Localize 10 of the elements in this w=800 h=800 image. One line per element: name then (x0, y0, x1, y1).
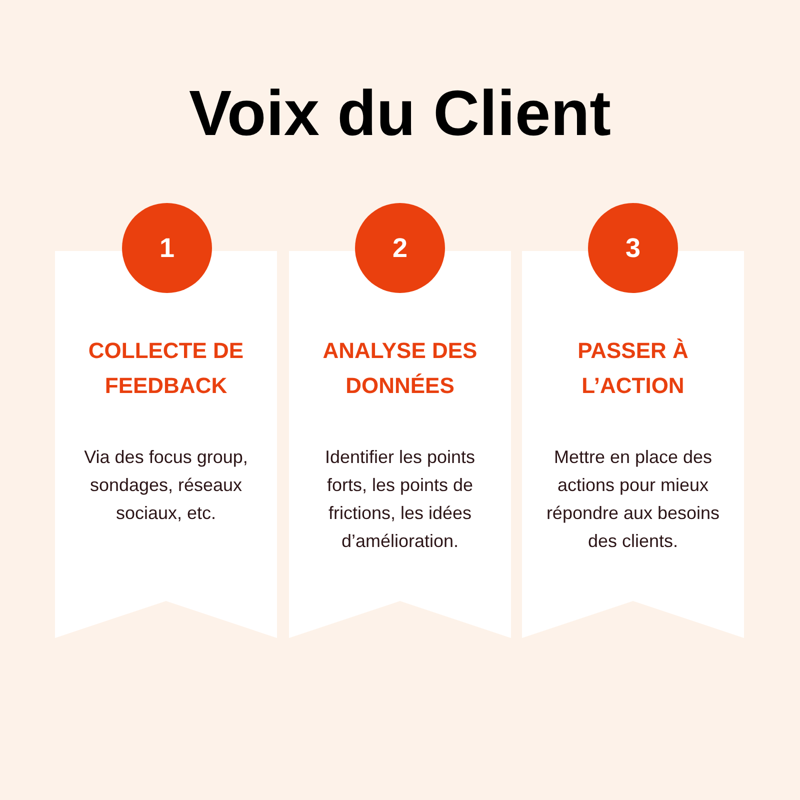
card-description: Mettre en place des actions pour mieux répondre aux besoins des clients. (545, 446, 721, 553)
card-description: Identifier les points forts, les points de frictions, les idées d’amélioration. (324, 446, 476, 553)
title: Voix du Client (189, 77, 611, 149)
card-heading: COLLECTE DE FEEDBACK (87, 337, 245, 400)
card-description: Via des focus group, sondages, réseaux sociaux, etc. (83, 446, 249, 525)
step-number-circle: 1 (122, 203, 212, 293)
step-number-circle: 3 (588, 203, 678, 293)
card-heading: PASSER À L’ACTION (576, 337, 690, 400)
step-number-circle: 2 (355, 203, 445, 293)
card-heading: ANALYSE DES DONNÉES (322, 337, 478, 400)
